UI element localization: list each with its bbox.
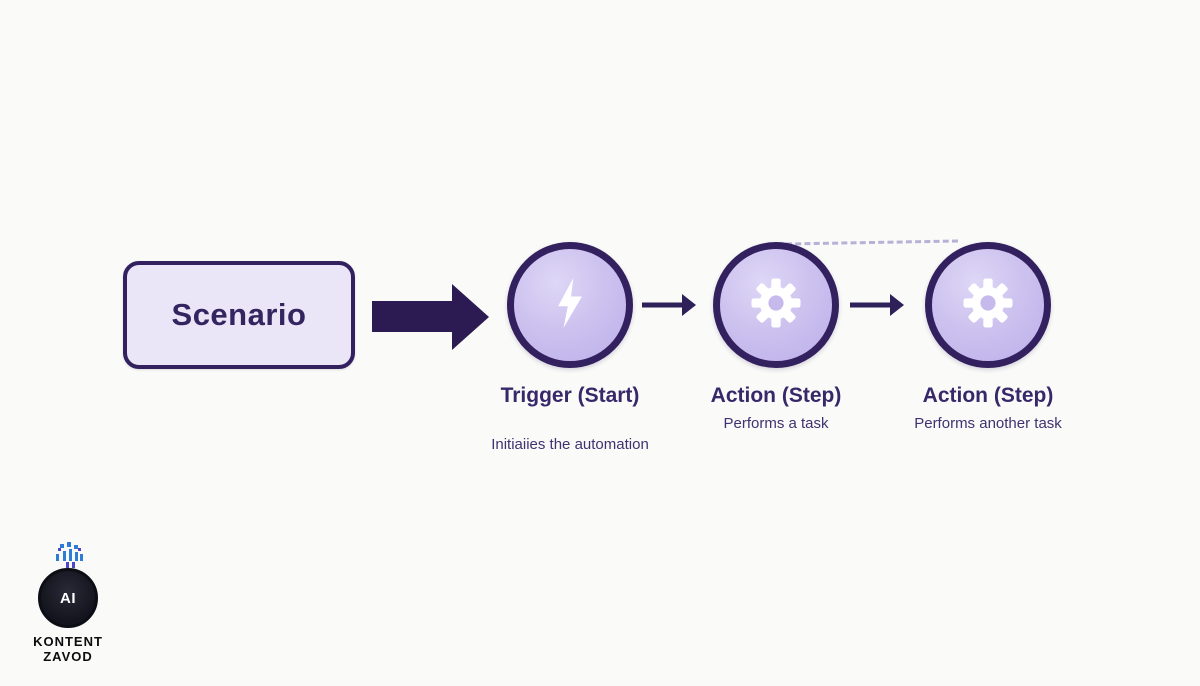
ai-badge: AI <box>38 568 98 628</box>
logo-name-line1: KONTENT <box>33 634 103 649</box>
action-title-1: Action (Step) <box>710 384 842 407</box>
action-subtitle-1: Performs a task <box>723 415 829 432</box>
ai-badge-text: AI <box>60 589 76 607</box>
trigger-title: Trigger (Start) <box>500 384 640 407</box>
lightning-bolt-icon <box>550 277 590 334</box>
scenario-label: Scenario <box>171 297 307 332</box>
kontent-zavod-logo: AI KONTENT ZAVOD <box>20 542 116 664</box>
big-arrow-shaft <box>372 301 454 332</box>
gear-icon <box>960 275 1016 336</box>
scenario-box: Scenario <box>123 261 355 369</box>
circuit-icon <box>36 542 100 576</box>
action-node-1: Action (Step) Performs a task <box>651 242 901 432</box>
trigger-circle <box>507 242 633 368</box>
big-arrow-head <box>452 284 489 350</box>
arrow-icon <box>850 292 906 323</box>
action-title-2: Action (Step) <box>922 384 1054 407</box>
action-circle-1 <box>713 242 839 368</box>
action-node-2: Action (Step) Performs another task <box>863 242 1113 432</box>
action-circle-2 <box>925 242 1051 368</box>
trigger-subtitle: Initiaiies the automation <box>491 436 649 453</box>
trigger-node: Trigger (Start) Initiaiies the automatio… <box>445 242 695 453</box>
logo-name-line2: ZAVOD <box>43 649 93 664</box>
logo-name: KONTENT ZAVOD <box>33 634 103 664</box>
action-subtitle-2: Performs another task <box>914 415 1062 432</box>
arrow-icon <box>642 292 698 323</box>
gear-icon <box>748 275 804 336</box>
